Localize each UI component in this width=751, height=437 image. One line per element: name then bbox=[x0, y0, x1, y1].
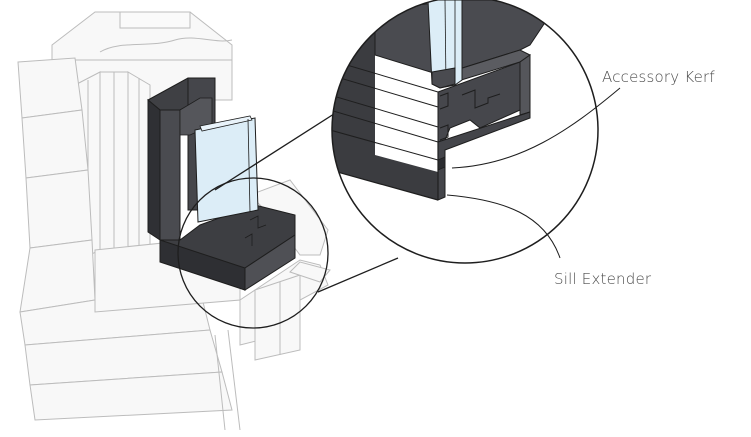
sill-extender-leader bbox=[446, 194, 561, 259]
accessory-kerf-label: Accessory Kerf bbox=[602, 68, 715, 86]
window-frame-small bbox=[147, 77, 296, 291]
sill-extender-label: Sill Extender bbox=[554, 270, 652, 288]
zoom-connector-top bbox=[214, 104, 349, 191]
magnified-detail bbox=[332, 0, 598, 263]
zoom-connector-bottom bbox=[317, 257, 399, 293]
magnifier-circle-large bbox=[331, 0, 599, 264]
magnifier-circle-small bbox=[177, 177, 329, 329]
accessory-kerf-leader bbox=[451, 87, 621, 169]
